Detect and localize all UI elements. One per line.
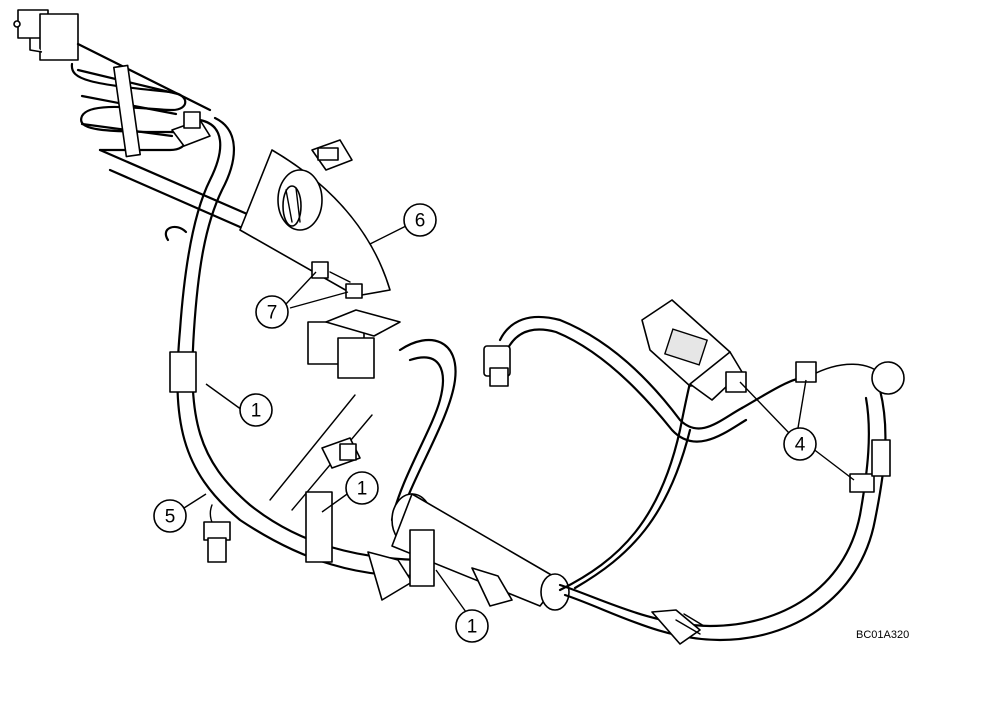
upper-wire-clip: [171, 111, 211, 147]
callout-5: 5: [153, 493, 207, 533]
upper-right-harness-branch: [498, 315, 886, 443]
callout-7-label: 7: [267, 303, 278, 324]
callout-1-middle-label: 1: [357, 479, 368, 500]
callout-4: 4: [739, 379, 855, 481]
mounting-bracket-assembly: [239, 149, 391, 297]
mid-connector: [483, 345, 511, 387]
top-left-connector: [13, 9, 79, 61]
bracket-top-clip: [311, 139, 353, 171]
callout-1-left-label: 1: [251, 401, 262, 422]
drawing-reference-code: BC01A320: [856, 629, 909, 641]
lower-brackets: [169, 351, 435, 587]
callout-7: 7: [255, 271, 349, 329]
callout-1-bottom-label: 1: [467, 617, 478, 638]
right-connector-housing: [641, 299, 743, 401]
callout-1-middle: 1: [321, 471, 379, 513]
callout-group: 1 1 1 4 5 6: [153, 203, 855, 643]
under-canister-connector: [471, 567, 513, 607]
callout-1-bottom: 1: [435, 569, 489, 643]
callout-6-label: 6: [415, 211, 426, 232]
callout-6: 6: [369, 203, 437, 245]
lower-left-pigtail-connector: [203, 504, 231, 563]
ground-terminals: [725, 361, 905, 493]
callout-5-label: 5: [165, 507, 176, 528]
central-relay-block: [307, 309, 401, 379]
callout-4-label: 4: [795, 435, 806, 456]
callout-1-left: 1: [205, 383, 273, 427]
mid-left-connector: [321, 437, 361, 469]
bottom-center-canister: [367, 493, 570, 611]
bottom-right-connector: [651, 609, 705, 645]
right-loop-harness: [558, 348, 887, 642]
bracket-bolts: [311, 261, 363, 299]
